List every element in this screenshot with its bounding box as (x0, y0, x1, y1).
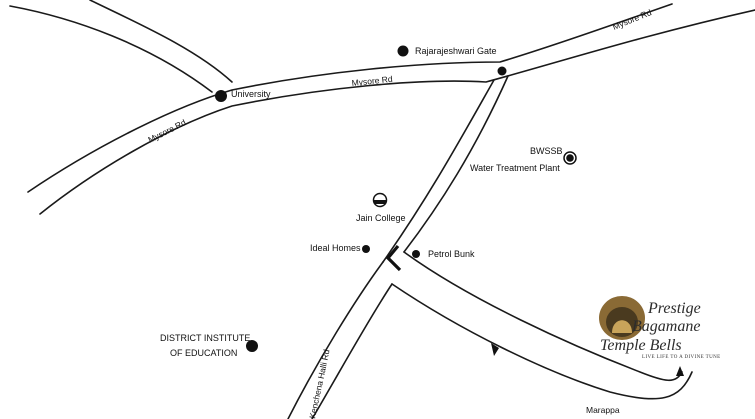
petrol-bunk-marker-icon (412, 250, 420, 258)
label-petrol-bunk: Petrol Bunk (428, 249, 475, 259)
road-northwest-upper-edge (89, 0, 233, 83)
road-northwest-lower-edge (9, 5, 213, 93)
marappa-road-lower-edge (391, 283, 693, 400)
road-label-marappa: Marappa (586, 405, 620, 415)
mysore-rd-upper-edge (27, 3, 673, 193)
label-water-treatment-plant: Water Treatment Plant (470, 163, 560, 173)
rajarajeshwari-gate-marker-icon (397, 45, 409, 57)
university-marker-icon (215, 90, 227, 102)
label-bwssb: BWSSB (530, 146, 563, 156)
road-label-kenchena-halli-rd: Kenchena Halli Rd (307, 348, 331, 419)
label-of-education: OF EDUCATION (170, 348, 237, 358)
bell-icon (612, 320, 632, 333)
label-rajarajeshwari-gate: Rajarajeshwari Gate (415, 46, 497, 56)
marappa-road-upper-edge (403, 251, 683, 382)
turn-arrow-icon (385, 244, 402, 272)
logo-line-bagamane: Bagamane (632, 318, 700, 335)
bwssb-marker-center (566, 154, 574, 162)
diagonal-road-east-edge (403, 75, 509, 253)
kenchena-halli-rd-east-edge (311, 283, 393, 419)
jain-college-marker-fill (374, 200, 386, 204)
logo-line-prestige: Prestige (647, 300, 701, 317)
logo-tagline: LIVE LIFE TO A DIVINE TUNE (642, 355, 721, 360)
prestige-temple-bells-logo: Prestige Bagamane Temple Bells LIVE LIFE… (599, 296, 721, 360)
ideal-homes-marker-icon (362, 245, 370, 253)
label-ideal-homes: Ideal Homes (310, 243, 361, 253)
direction-arrow-icon (491, 343, 499, 356)
mysore-rd-lower-edge (39, 9, 755, 215)
district-institute-marker-icon (246, 340, 258, 352)
label-university: University (231, 89, 271, 99)
label-district-institute: DISTRICT INSTITUTE (160, 333, 250, 343)
label-jain-college: Jain College (356, 213, 406, 223)
junction-marker-icon (497, 66, 507, 76)
logo-line-temple-bells: Temple Bells (600, 337, 682, 354)
road-label-mysore-rd-mid: Mysore Rd (351, 74, 393, 88)
road-label-mysore-rd-east: Mysore Rd (611, 7, 653, 32)
kenchena-halli-rd-west-edge (287, 261, 384, 419)
destination-arrow-icon (676, 366, 684, 376)
diagonal-road-west-edge (382, 79, 495, 263)
